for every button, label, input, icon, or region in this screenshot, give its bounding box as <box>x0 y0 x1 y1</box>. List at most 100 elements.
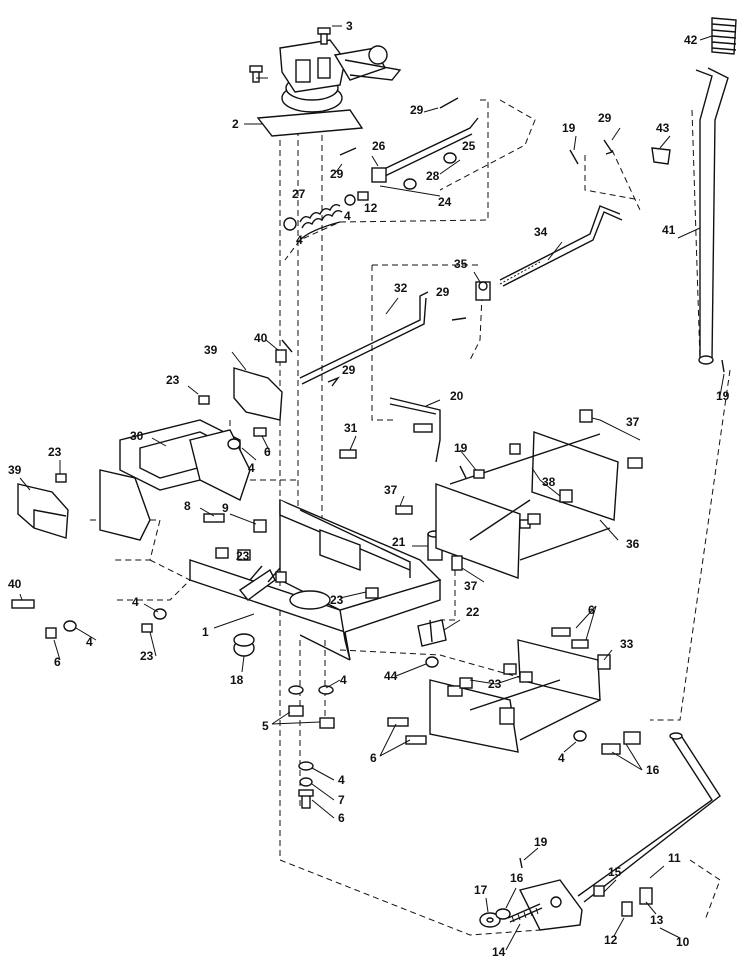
label-part-8: 8 <box>184 499 191 513</box>
label-part-30: 30 <box>130 429 144 443</box>
label-part-5: 5 <box>262 719 269 733</box>
label-part-4: 4 <box>86 635 93 649</box>
label-part-2: 2 <box>232 117 239 131</box>
label-part-37: 37 <box>464 579 478 593</box>
bracket-22 <box>417 619 447 647</box>
lift-rod-34 <box>499 205 623 287</box>
label-part-33: 33 <box>620 637 634 651</box>
bracket-33 <box>429 639 611 753</box>
label-part-34: 34 <box>534 225 548 239</box>
label-part-4: 4 <box>340 673 347 687</box>
spring-27 <box>283 191 369 231</box>
bracket-39-left <box>17 483 69 539</box>
lift-arm-20 <box>389 397 441 463</box>
label-part-23: 23 <box>140 649 154 663</box>
part-labels: 1 2 3 4 4 4 4 4 4 4 4 5 6 6 6 6 6 7 8 9 … <box>8 19 730 959</box>
label-part-19: 19 <box>454 441 468 455</box>
label-part-18: 18 <box>230 673 244 687</box>
lower-fastener-stack <box>288 685 335 809</box>
label-part-4: 4 <box>296 233 303 247</box>
label-part-22: 22 <box>466 605 480 619</box>
label-part-35: 35 <box>454 257 468 271</box>
label-part-31: 31 <box>344 421 358 435</box>
spring-14 <box>507 903 543 923</box>
label-part-40: 40 <box>254 331 268 345</box>
label-part-23: 23 <box>48 445 62 459</box>
washers-16-17 <box>479 908 511 928</box>
label-part-12: 12 <box>364 201 378 215</box>
label-part-4: 4 <box>248 461 255 475</box>
label-part-21: 21 <box>392 535 406 549</box>
label-part-23: 23 <box>236 549 250 563</box>
fasteners <box>11 395 643 755</box>
label-part-42: 42 <box>684 33 698 47</box>
label-part-6: 6 <box>370 751 377 765</box>
label-part-27: 27 <box>292 187 306 201</box>
label-part-3: 3 <box>346 19 353 33</box>
label-part-41: 41 <box>662 223 676 237</box>
label-part-40: 40 <box>8 577 22 591</box>
label-part-1: 1 <box>202 625 209 639</box>
label-part-4: 4 <box>338 773 345 787</box>
label-part-13: 13 <box>650 913 664 927</box>
label-part-16: 16 <box>646 763 660 777</box>
label-part-16: 16 <box>510 871 524 885</box>
label-part-23: 23 <box>330 593 344 607</box>
label-part-28: 28 <box>426 169 440 183</box>
bolt-top-left <box>249 65 263 83</box>
clip-43 <box>651 147 671 165</box>
mount-bracket-30 <box>99 419 251 541</box>
label-part-23: 23 <box>166 373 180 387</box>
label-part-9: 9 <box>222 501 229 515</box>
label-part-6: 6 <box>338 811 345 825</box>
label-part-19: 19 <box>562 121 576 135</box>
label-part-37: 37 <box>626 415 640 429</box>
lever-11 <box>577 732 721 903</box>
bracket-10 <box>518 879 653 931</box>
plate-36 <box>435 431 619 579</box>
grip-42 <box>711 17 737 55</box>
label-part-32: 32 <box>394 281 408 295</box>
pto-clutch-assembly <box>256 39 402 137</box>
label-part-6: 6 <box>264 445 271 459</box>
label-part-6: 6 <box>588 603 595 617</box>
label-part-7: 7 <box>338 793 345 807</box>
clutch-linkage-rods <box>299 97 479 241</box>
label-part-25: 25 <box>462 139 476 153</box>
label-part-4: 4 <box>344 209 351 223</box>
rod-32 <box>299 291 429 385</box>
label-part-29: 29 <box>330 167 344 181</box>
label-part-12: 12 <box>604 933 618 947</box>
label-part-38: 38 <box>542 475 556 489</box>
bolt-3 <box>317 27 331 45</box>
label-part-6: 6 <box>54 655 61 669</box>
cotter-pins <box>327 139 725 869</box>
lever-41 <box>695 67 729 365</box>
bushing-18 <box>233 633 255 657</box>
label-part-29: 29 <box>598 111 612 125</box>
assembly-guide-lines <box>90 99 731 936</box>
label-part-10: 10 <box>676 935 690 949</box>
label-part-39: 39 <box>204 343 218 357</box>
label-part-29: 29 <box>436 285 450 299</box>
label-part-17: 17 <box>474 883 488 897</box>
label-part-4: 4 <box>558 751 565 765</box>
label-part-37: 37 <box>384 483 398 497</box>
clevis-35 <box>475 281 491 301</box>
label-part-29: 29 <box>342 363 356 377</box>
leader-lines <box>19 25 725 951</box>
label-part-39: 39 <box>8 463 22 477</box>
label-part-14: 14 <box>492 945 506 959</box>
label-part-11: 11 <box>668 851 681 865</box>
label-part-36: 36 <box>626 537 640 551</box>
label-part-26: 26 <box>372 139 386 153</box>
label-part-24: 24 <box>438 195 452 209</box>
label-part-19: 19 <box>534 835 548 849</box>
label-part-29: 29 <box>410 103 424 117</box>
label-part-44: 44 <box>384 669 398 683</box>
label-part-43: 43 <box>656 121 670 135</box>
label-part-15: 15 <box>608 865 622 879</box>
label-part-20: 20 <box>450 389 464 403</box>
main-frame-1 <box>189 498 442 661</box>
